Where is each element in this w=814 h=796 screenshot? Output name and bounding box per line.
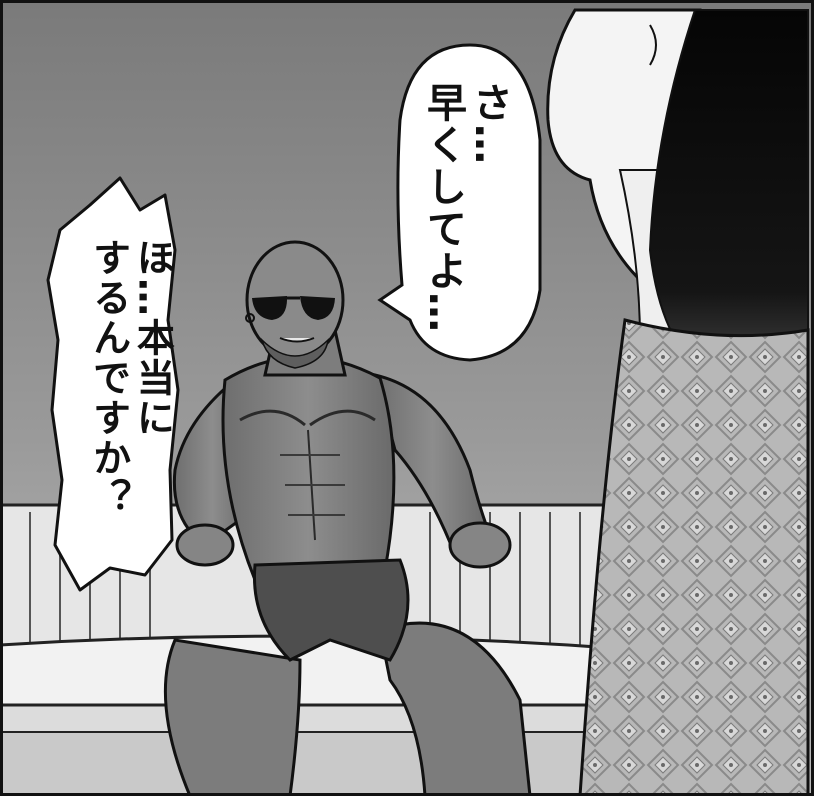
left-bubble-line-1: ほ…本当に — [130, 238, 175, 438]
sofa-seat — [0, 634, 642, 796]
speech-bubble-right-text: さ… 早くしてよ… — [420, 82, 512, 382]
man-figure — [163, 240, 532, 796]
speech-bubble-right — [377, 43, 542, 362]
right-bubble-line-1: さ… — [466, 82, 512, 166]
speech-bubble-left-text: ほ…本当に するんですか？ — [86, 238, 175, 518]
speech-bubble-left — [46, 176, 180, 592]
sunglasses — [252, 296, 335, 320]
right-bubble-line-2: 早くしてよ… — [420, 82, 466, 334]
left-bubble-line-2: するんですか？ — [86, 238, 131, 518]
woman-figure — [546, 8, 810, 796]
